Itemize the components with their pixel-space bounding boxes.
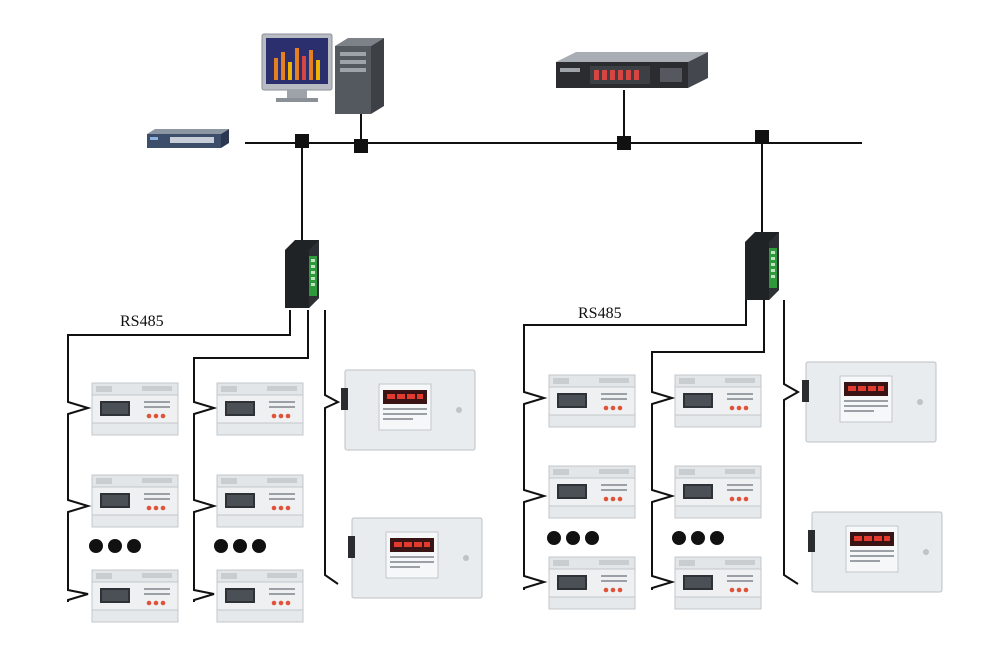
gateway-icon bbox=[285, 240, 319, 308]
ellipsis-dots-icon bbox=[214, 539, 266, 553]
energy-meter-icon bbox=[548, 556, 636, 610]
meter-box-icon bbox=[340, 369, 476, 451]
network-switch-icon bbox=[147, 129, 229, 148]
rs485-wiring-right bbox=[523, 300, 801, 590]
bus-node bbox=[617, 136, 631, 150]
rack-server-icon bbox=[556, 52, 708, 88]
energy-meter-icon bbox=[91, 569, 179, 623]
energy-meter-icon bbox=[548, 374, 636, 428]
rs485-label-right: RS485 bbox=[578, 305, 622, 322]
computer-workstation-icon bbox=[261, 33, 384, 114]
rs485-label-left: RS485 bbox=[120, 313, 164, 330]
meter-box-icon bbox=[807, 511, 943, 593]
bus-node bbox=[295, 134, 309, 148]
meter-box-icon bbox=[801, 361, 937, 443]
energy-meter-icon bbox=[216, 474, 304, 528]
meter-box-icon bbox=[347, 517, 483, 599]
ellipsis-dots-icon bbox=[672, 531, 724, 545]
bus-node bbox=[354, 139, 368, 153]
energy-meter-icon bbox=[674, 556, 762, 610]
rs485-wiring-left bbox=[67, 310, 341, 602]
energy-meter-icon bbox=[674, 374, 762, 428]
energy-meter-icon bbox=[548, 465, 636, 519]
gateway-icon bbox=[745, 232, 779, 300]
energy-meter-icon bbox=[216, 569, 304, 623]
ellipsis-dots-icon bbox=[547, 531, 599, 545]
ellipsis-dots-icon bbox=[89, 539, 141, 553]
energy-meter-icon bbox=[91, 474, 179, 528]
bus-node bbox=[755, 130, 769, 144]
energy-meter-icon bbox=[674, 465, 762, 519]
energy-meter-icon bbox=[216, 382, 304, 436]
energy-meter-icon bbox=[91, 382, 179, 436]
